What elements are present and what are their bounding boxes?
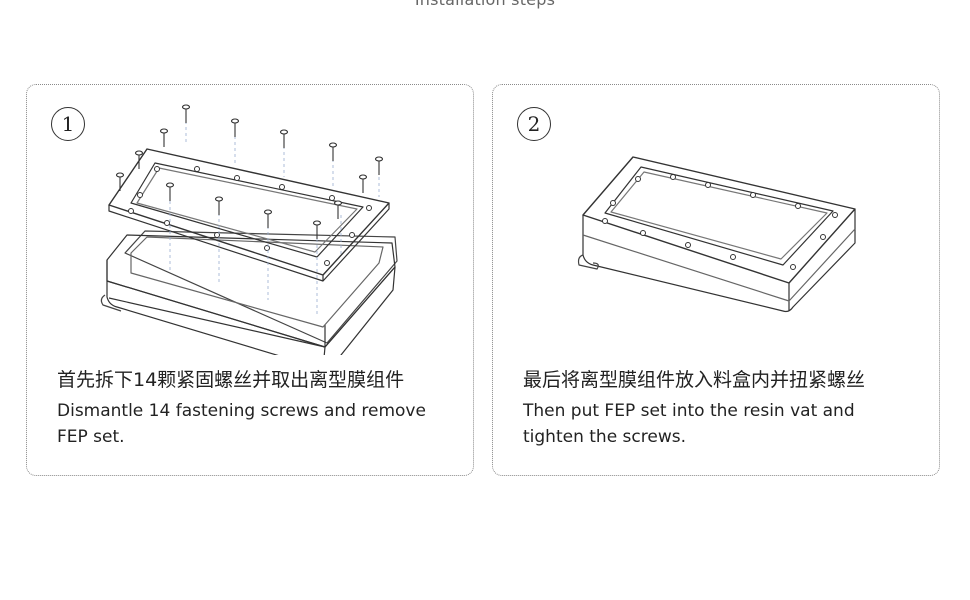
step-caption-en-1: Dismantle 14 fastening screws and remove… [57,401,426,447]
step-caption-zh-1: 首先拆下14颗紧固螺丝并取出离型膜组件 [57,369,405,391]
step-card-1: 1 [26,84,474,476]
assembled-resin-vat-icon [577,156,856,313]
step-number-2: 2 [517,107,551,141]
step-caption-en-2: Then put FEP set into the resin vat and … [523,401,855,447]
exploded-vat-with-screws-icon [100,104,398,355]
step-caption-zh-2: 最后将离型膜组件放入料盒内并扭紧螺丝 [523,369,866,391]
step-card-2: 2 [492,84,940,476]
step-number-1: 1 [51,107,85,141]
page-title: Installation steps [0,0,970,9]
